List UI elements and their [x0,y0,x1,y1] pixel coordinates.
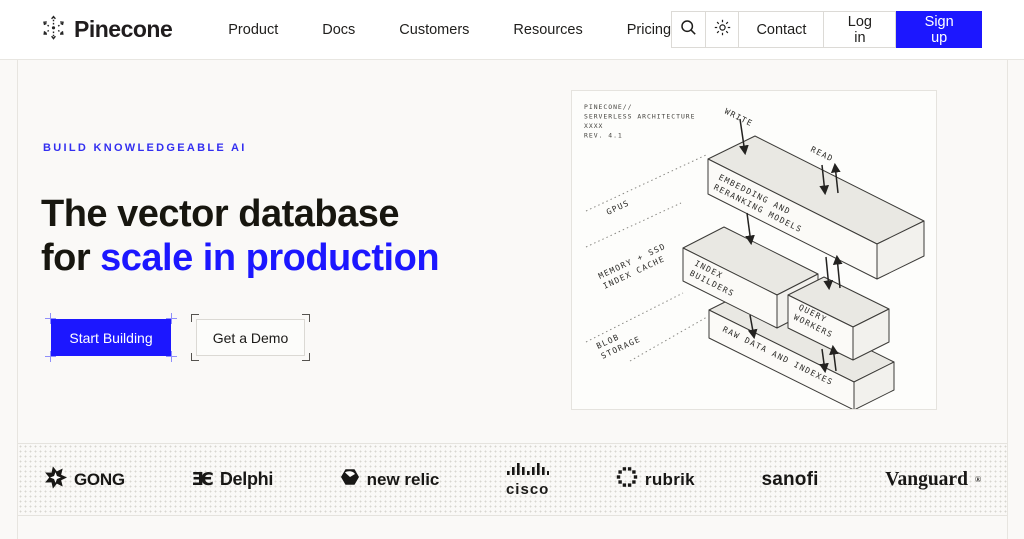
login-button[interactable]: Log in [824,12,895,47]
diagram-meta-3: XXXX [584,122,603,130]
corner-mark [166,351,177,362]
hero-title: The vector database forscale in producti… [41,192,439,280]
corner-mark [166,313,177,324]
brand-name: Pinecone [74,16,172,43]
serverless-architecture-diagram: PINECONE// SERVERLESS ARCHITECTURE XXXX … [571,90,937,410]
diagram-meta-4: REV. 4.1 [584,132,623,140]
cisco-bars-icon [507,462,549,480]
read-label: READ [809,145,835,164]
corner-mark [45,351,56,362]
nav-link-pricing[interactable]: Pricing [627,22,671,38]
nav-link-docs[interactable]: Docs [322,22,355,38]
corner-mark [302,353,310,361]
logo-sanofi: sanofi [761,469,818,491]
start-building-button[interactable]: Start Building [51,319,171,356]
search-button[interactable] [672,12,706,47]
corner-mark [191,314,199,322]
theme-toggle-button[interactable] [706,12,740,47]
right-gutter-line [1007,60,1008,539]
gpus-label: GPUS [605,198,631,216]
pinecone-logo-icon [40,14,67,46]
nav-link-product[interactable]: Product [228,22,278,38]
hero-cta-row: Start Building Get a Demo [51,319,305,356]
corner-mark [191,353,199,361]
header-actions: Contact Log in Sign up [671,11,982,48]
write-label: WRITE [723,107,754,129]
get-demo-button[interactable]: Get a Demo [196,319,305,356]
logo-rubrik: rubrik [616,466,695,493]
logo-new-relic: new relic [340,466,440,493]
dashed-line [586,155,706,211]
dashed-line [630,317,707,361]
logo-cisco: cisco [506,462,549,498]
rubrik-ring-icon [616,466,638,493]
dashed-line [586,293,683,342]
get-demo-label: Get a Demo [213,330,288,346]
hero-title-line1: The vector database [41,192,439,236]
gong-starburst-icon [44,466,67,494]
logo-vanguard: Vanguard® [885,469,981,491]
hero-title-line2-prefix: for [41,237,90,279]
start-building-label: Start Building [69,330,152,346]
contact-button[interactable]: Contact [739,12,824,47]
delphi-icon: ƎЄ [191,469,211,490]
search-icon [680,19,697,40]
top-navigation-bar: Pinecone Product Docs Customers Resource… [0,0,1024,60]
diagram-meta-2: SERVERLESS ARCHITECTURE [584,113,696,121]
main-nav: Product Docs Customers Resources Pricing [228,22,671,38]
diagram-meta-1: PINECONE// [584,103,632,111]
nav-link-resources[interactable]: Resources [513,22,582,38]
header-action-group: Contact Log in [671,11,896,48]
sun-icon [714,19,731,40]
customer-logo-strip: GONG ƎЄ Delphi new relic [18,443,1007,516]
hero-eyebrow: BUILD KNOWLEDGEABLE AI [43,142,247,154]
logo-delphi: ƎЄ Delphi [191,469,273,490]
nav-link-customers[interactable]: Customers [399,22,469,38]
registered-mark: ® [975,475,981,484]
corner-mark [45,313,56,324]
logo-gong: GONG [44,466,125,494]
signup-button[interactable]: Sign up [896,11,982,48]
corner-mark [302,314,310,322]
pinecone-logo[interactable]: Pinecone [40,14,172,46]
hero-title-highlight: scale in production [100,237,439,279]
new-relic-icon [340,466,360,493]
dashed-line [586,203,681,247]
